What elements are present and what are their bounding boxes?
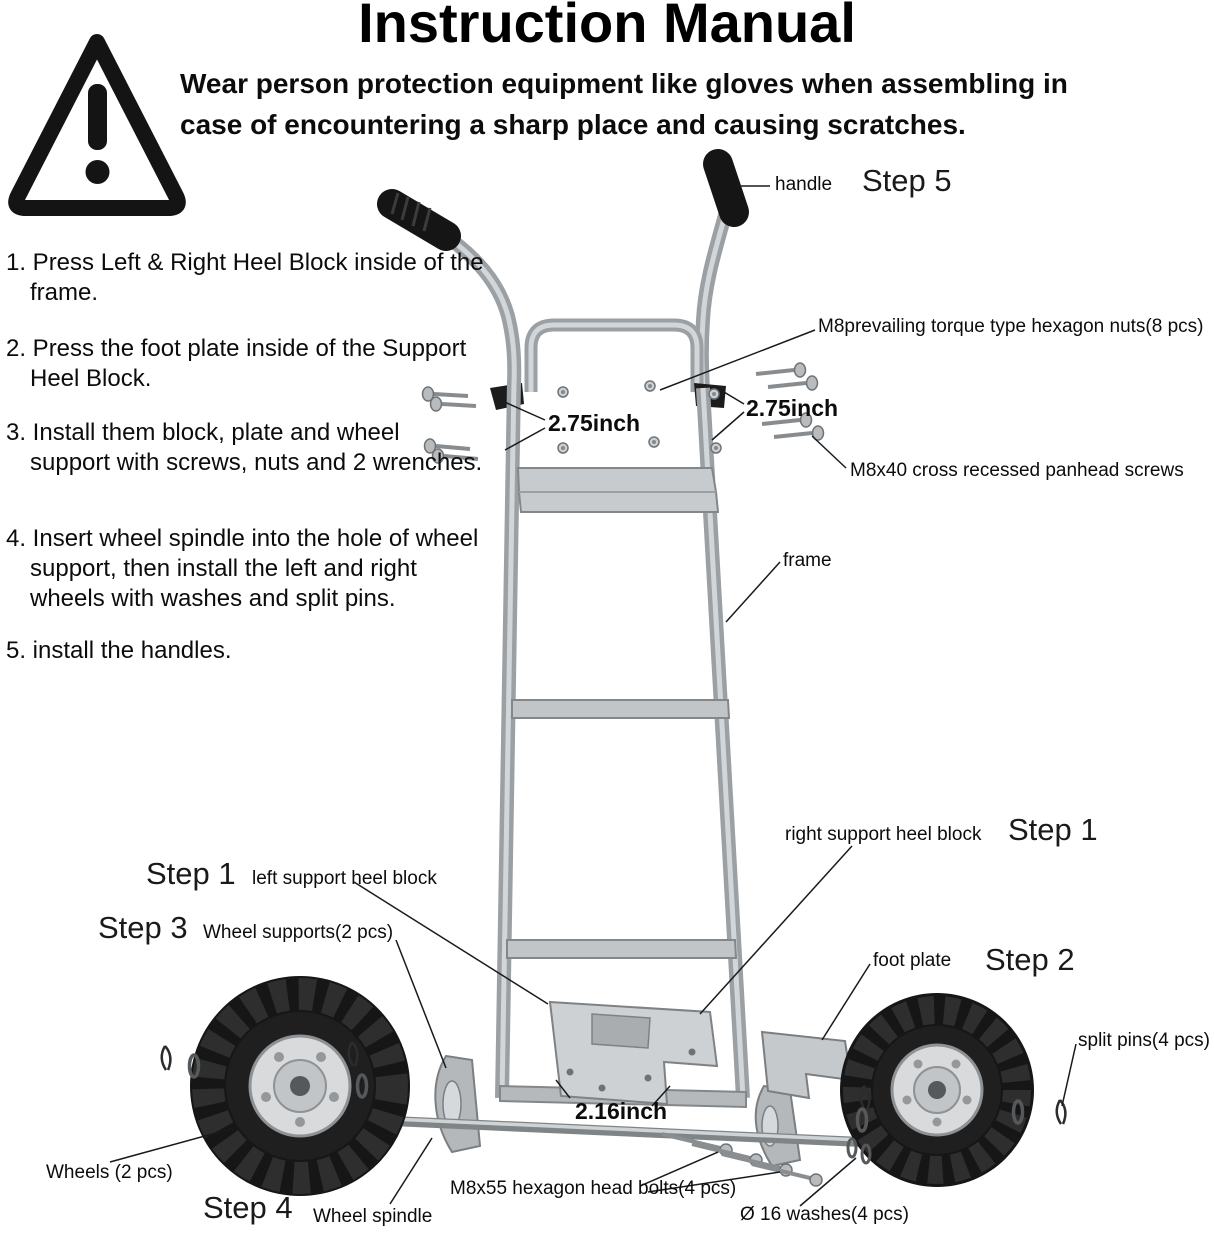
split-pin xyxy=(1055,1099,1067,1125)
leader-dim-left-2 xyxy=(504,427,546,451)
split-pin xyxy=(160,1045,172,1071)
leader-wheel-spindle xyxy=(389,1137,433,1205)
label-wheel-spindle: Wheel spindle xyxy=(313,1206,433,1227)
label-washers: Ø 16 washes(4 pcs) xyxy=(740,1204,909,1225)
label-right-heel-block: right support heel block xyxy=(785,824,982,845)
leader-dim-left-1 xyxy=(499,399,546,421)
left-grip-ridges xyxy=(390,192,432,232)
right-wheel xyxy=(840,993,1034,1187)
label-hex-bolts: M8x55 hexagon head bolts(4 pcs) xyxy=(450,1178,737,1199)
left-wheel xyxy=(190,976,410,1196)
label-left-heel-block: left support heel block xyxy=(252,868,437,889)
left-handle-grip xyxy=(377,189,461,251)
leader-wheels xyxy=(109,1127,235,1163)
center-support-plate xyxy=(548,1000,719,1106)
washer xyxy=(846,1137,858,1159)
label-step-4: Step 4 xyxy=(203,1190,293,1225)
leader-foot-plate xyxy=(821,963,871,1041)
instruction-5: 5. install the handles. xyxy=(6,637,232,664)
left-handle-tube xyxy=(436,226,522,385)
hexagon-nuts xyxy=(557,380,722,454)
label-step-1-right: Step 1 xyxy=(1008,812,1098,847)
split-pins-and-washers xyxy=(160,1041,1067,1165)
label-panhead-screws: M8x40 cross recessed panhead screws xyxy=(850,460,1184,481)
instruction-1: 1. Press Left & Right Heel Block inside … xyxy=(6,249,484,307)
warning-text: Wear person protection equipment like gl… xyxy=(180,68,1068,140)
leader-washers xyxy=(799,1157,857,1207)
leader-hex-bolts-1 xyxy=(639,1151,719,1187)
leader-panhead-screws xyxy=(811,435,847,469)
leader-left-heel-block xyxy=(353,881,549,1005)
hand-truck-illustration xyxy=(160,149,1067,1196)
left-wheel-support-bracket xyxy=(434,1054,482,1154)
right-handle-grip xyxy=(703,149,749,227)
page-title: Instruction Manual xyxy=(358,0,856,54)
leader-dim-bottom-2 xyxy=(651,1085,671,1107)
leader-frame xyxy=(725,561,781,623)
split-pin xyxy=(347,1041,359,1067)
instruction-3: 3. Install them block, plate and wheel s… xyxy=(6,419,483,477)
leader-dim-right-1 xyxy=(723,391,745,405)
leader-dim-bottom-1 xyxy=(555,1079,571,1099)
panhead-screws-left xyxy=(421,386,479,464)
warning-triangle-icon xyxy=(8,34,186,216)
leader-dim-right-2 xyxy=(711,411,745,441)
label-step-2: Step 2 xyxy=(985,942,1075,977)
instruction-2: 2. Press the foot plate inside of the Su… xyxy=(6,335,467,393)
label-wheel-supports: Wheel supports(2 pcs) xyxy=(203,922,394,943)
label-dim-2-75-left: 2.75inch xyxy=(548,410,641,436)
label-handle: handle xyxy=(775,174,833,195)
label-step-3: Step 3 xyxy=(98,910,188,945)
hexagon-head-bolts xyxy=(661,1132,823,1187)
foot-plate-piece xyxy=(760,1030,853,1100)
leader-lines xyxy=(109,185,1077,1207)
top-loop xyxy=(524,318,704,392)
washer xyxy=(187,1053,201,1079)
label-step-1-left: Step 1 xyxy=(146,856,236,891)
label-dim-2-16: 2.16inch xyxy=(575,1098,668,1124)
label-foot-plate: foot plate xyxy=(873,950,952,971)
washer xyxy=(355,1073,369,1099)
label-hexagon-nuts: M8prevailing torque type hexagon nuts(8 … xyxy=(818,316,1204,337)
right-wheel-support-bracket xyxy=(754,1084,802,1168)
instruction-4: 4. Insert wheel spindle into the hole of… xyxy=(6,525,479,613)
right-handle-tube xyxy=(694,206,734,393)
label-split-pins: split pins(4 pcs) xyxy=(1078,1030,1210,1051)
leader-right-heel-block xyxy=(699,845,853,1015)
label-frame: frame xyxy=(783,550,832,571)
washer xyxy=(860,1143,872,1165)
label-wheels: Wheels (2 pcs) xyxy=(46,1162,173,1183)
washer xyxy=(855,1107,869,1133)
panhead-screws-right xyxy=(755,362,825,441)
wheel-spindle-rod xyxy=(387,1116,867,1147)
washer xyxy=(1011,1099,1025,1125)
leader-hex-nuts xyxy=(659,329,816,391)
leader-hex-bolts-2 xyxy=(647,1171,781,1193)
leader-wheel-supports xyxy=(395,939,447,1069)
label-dim-2-75-right: 2.75inch xyxy=(746,395,839,421)
label-step-5: Step 5 xyxy=(862,163,952,198)
leader-split-pins xyxy=(1061,1043,1077,1107)
